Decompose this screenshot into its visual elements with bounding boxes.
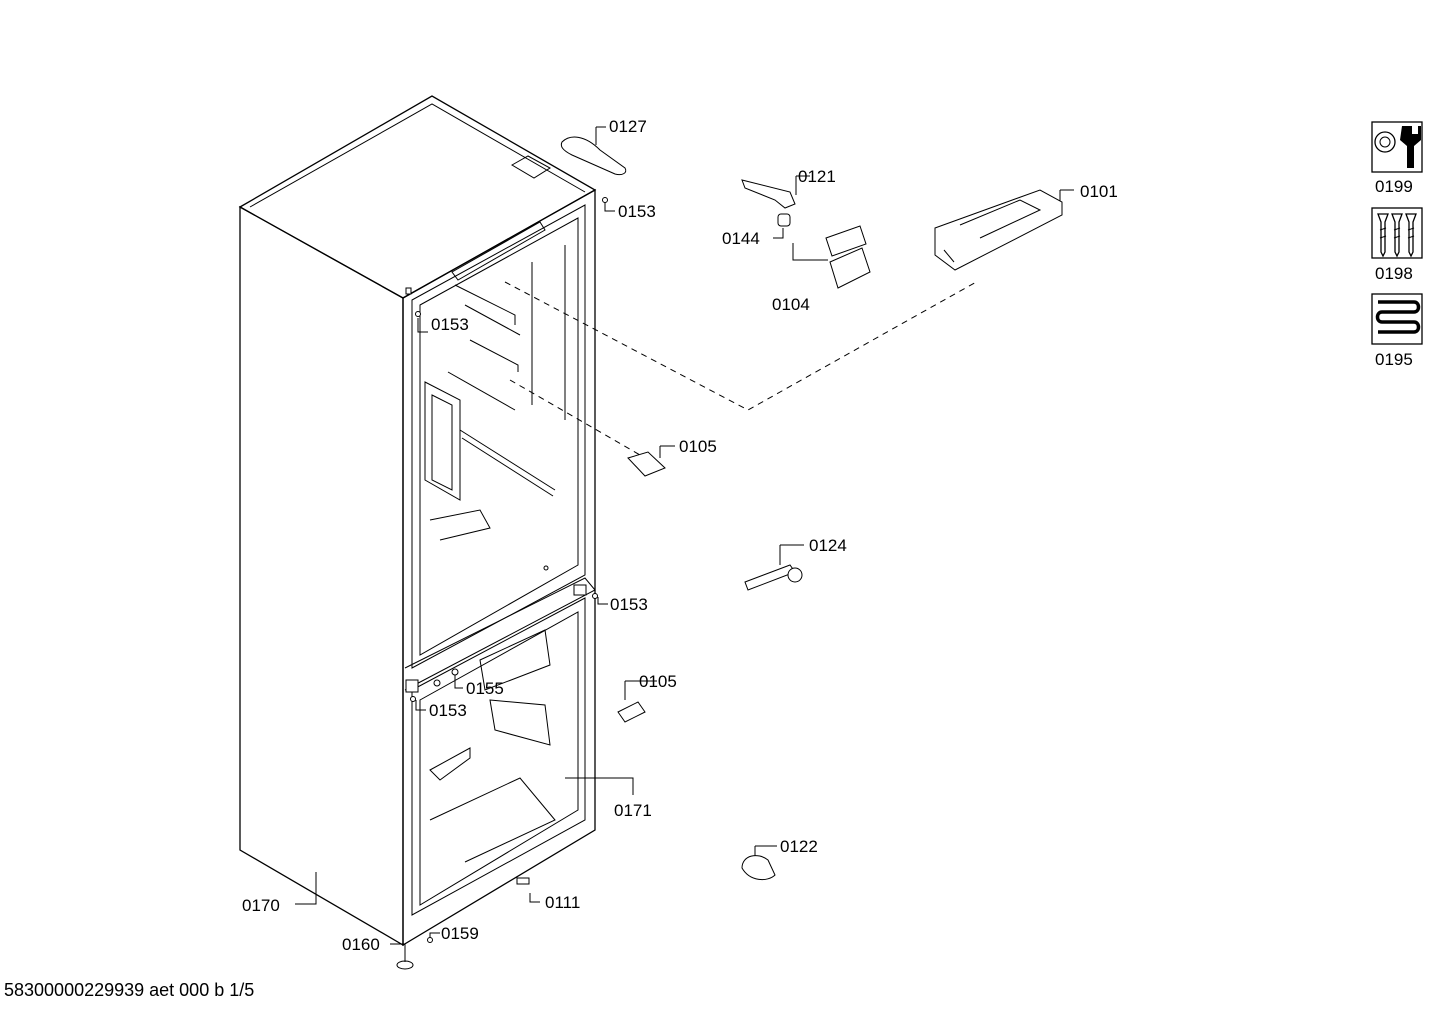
part-0105-lower-light <box>617 701 646 723</box>
callout-0155: 0155 <box>466 679 504 698</box>
document-id: 58300000229939 aet 000 b 1/5 <box>4 980 255 1000</box>
callout-0124: 0124 <box>809 536 847 555</box>
legend: 0199 0198 0195 <box>1371 121 1423 369</box>
screws-icon <box>1371 207 1423 259</box>
assembly-lines <box>504 280 979 456</box>
part-0144-knob <box>777 213 791 227</box>
callout-0159: 0159 <box>441 924 479 943</box>
part-0155-screws <box>433 668 459 687</box>
callout-0153: 0153 <box>429 701 467 720</box>
legend-label-0195: 0195 <box>1375 350 1413 369</box>
callout-0144: 0144 <box>722 229 760 248</box>
legend-label-0199: 0199 <box>1375 177 1413 196</box>
part-0122-valve <box>741 855 776 881</box>
part-0104-switch <box>825 225 871 289</box>
callout-0122: 0122 <box>780 837 818 856</box>
fridge-cabinet <box>238 95 597 947</box>
callout-0153: 0153 <box>431 315 469 334</box>
part-0153-screws <box>410 197 608 702</box>
part-0160-foot <box>396 955 414 970</box>
part-0124-sensor <box>744 564 803 591</box>
part-0101-control-module <box>934 189 1063 271</box>
callout-0127: 0127 <box>609 117 647 136</box>
callout-0160: 0160 <box>342 935 380 954</box>
heater-coil-icon <box>1371 293 1423 345</box>
callout-0171: 0171 <box>614 801 652 820</box>
callout-0104: 0104 <box>772 295 810 314</box>
wrench-nut-icon <box>1371 121 1423 173</box>
callout-0121: 0121 <box>798 167 836 186</box>
callout-labels: 0127 0121 0101 0144 0104 0153 0153 0105 … <box>242 117 1118 954</box>
leader-lines <box>295 126 1074 958</box>
callout-0153: 0153 <box>610 595 648 614</box>
callout-0105: 0105 <box>679 437 717 456</box>
callout-0101: 0101 <box>1080 182 1118 201</box>
callout-0105: 0105 <box>639 672 677 691</box>
callout-0153: 0153 <box>618 202 656 221</box>
part-0105-upper-light <box>627 451 666 477</box>
callout-0111: 0111 <box>545 893 580 912</box>
part-0159-screw <box>427 937 433 943</box>
callout-0170: 0170 <box>242 896 280 915</box>
part-0121-bracket <box>741 179 796 209</box>
legend-label-0198: 0198 <box>1375 264 1413 283</box>
part-0127-handle <box>560 136 627 176</box>
